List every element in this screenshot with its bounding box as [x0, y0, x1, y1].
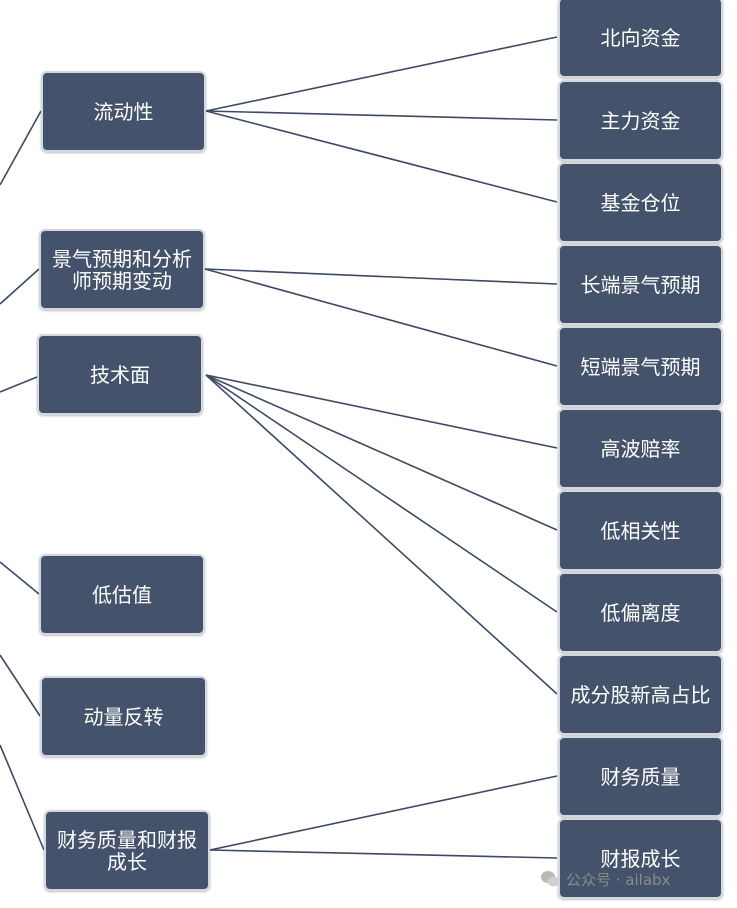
wechat-icon	[541, 871, 560, 887]
node-technical: 技术面	[37, 334, 203, 415]
node-momentum-reversal: 动量反转	[40, 676, 207, 757]
edge-l1-r2	[205, 110, 558, 121]
parent-edge-5	[0, 654, 41, 717]
node-fund-positions: 基金仓位	[558, 162, 723, 243]
edge-l6-r10	[209, 775, 558, 851]
node-low-correlation: 低相关性	[558, 490, 723, 571]
edge-l2-r5	[204, 268, 558, 367]
node-high-volatility-odds: 高波赔率	[558, 408, 723, 489]
node-short-term-sentiment: 短端景气预期	[558, 326, 723, 407]
node-low-valuation: 低估值	[39, 554, 205, 635]
edge-l3-r9	[205, 374, 558, 695]
node-financial-quality-growth: 财务质量和财报 成长	[44, 810, 210, 891]
parent-edge-2	[0, 268, 40, 305]
node-northbound-funds: 北向资金	[558, 0, 723, 78]
edge-l3-r6	[205, 374, 558, 449]
edge-l3-r8	[205, 374, 558, 613]
node-main-funds: 主力资金	[558, 80, 723, 161]
watermark-text: 公众号 · ailabx	[566, 870, 671, 889]
edge-l2-r4	[204, 268, 558, 285]
edge-l1-r3	[205, 110, 558, 203]
watermark: 公众号 · ailabx	[540, 868, 670, 890]
node-liquidity: 流动性	[41, 71, 206, 152]
node-financial-quality: 财务质量	[558, 736, 723, 817]
parent-edge-4	[0, 561, 40, 595]
edge-l3-r7	[205, 374, 558, 531]
parent-edge-1	[0, 110, 42, 186]
node-long-term-sentiment: 长端景气预期	[558, 244, 723, 325]
edge-l6-r11	[209, 849, 558, 859]
node-sentiment-analyst-expectation: 景气预期和分析 师预期变动	[39, 229, 205, 310]
parent-edge-6	[0, 744, 45, 851]
node-low-deviation: 低偏离度	[558, 572, 723, 653]
parent-edge-3	[0, 376, 38, 393]
edge-l1-r1	[205, 36, 558, 112]
node-constituent-new-high-ratio: 成分股新高占比	[558, 654, 723, 735]
node-financial-growth: 财报成长	[558, 818, 723, 899]
